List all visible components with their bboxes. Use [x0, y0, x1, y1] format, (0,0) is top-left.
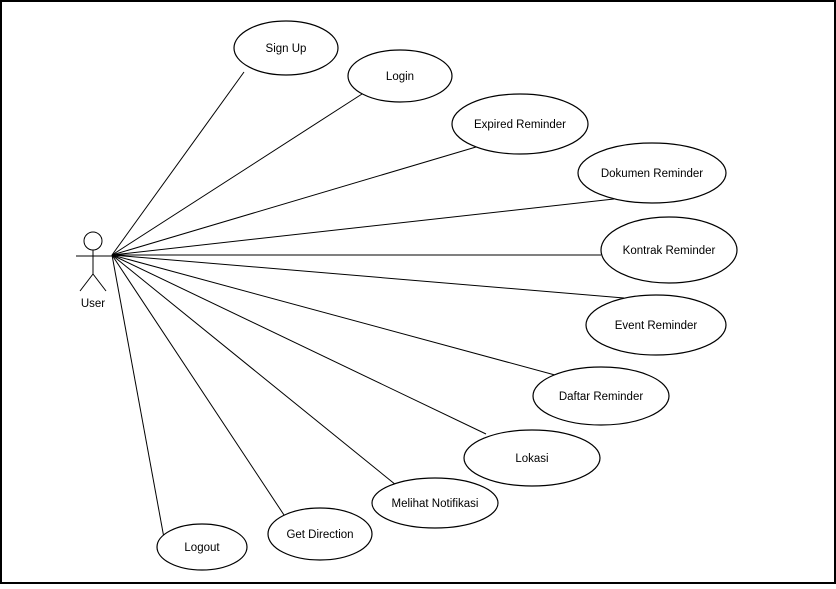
use-case-melihat-notifikasi-shape — [371, 477, 499, 529]
association-dokumen-reminder — [111, 198, 615, 256]
use-cases: Sign Up Login Expired Reminder Dokumen R… — [156, 20, 738, 571]
use-case-logout: Logout — [156, 523, 248, 571]
use-case-logout-label: Logout — [184, 542, 220, 554]
use-case-melihat-notifikasi-label: Melihat Notifikasi — [392, 498, 479, 510]
use-case-login-shape — [347, 49, 453, 103]
actor-head — [83, 231, 103, 251]
use-case-lokasi-label: Lokasi — [515, 453, 548, 465]
actor-label: User — [81, 298, 105, 310]
use-case-daftar-reminder: Daftar Reminder — [532, 366, 670, 426]
use-case-kontrak-reminder-label: Kontrak Reminder — [623, 245, 716, 257]
use-case-event-reminder-label: Event Reminder — [615, 320, 698, 332]
association-lokasi — [111, 254, 487, 435]
association-logout — [111, 254, 165, 539]
association-sign-up — [111, 71, 245, 256]
associations — [111, 71, 625, 539]
use-case-event-reminder: Event Reminder — [585, 294, 727, 356]
use-case-dokumen-reminder: Dokumen Reminder — [577, 142, 727, 204]
use-case-expired-reminder-label: Expired Reminder — [474, 119, 566, 131]
use-case-event-reminder-shape — [585, 294, 727, 356]
association-get-direction — [111, 254, 287, 519]
use-case-get-direction: Get Direction — [267, 507, 373, 561]
use-case-dokumen-reminder-shape — [577, 142, 727, 204]
use-case-sign-up-shape — [233, 20, 339, 76]
use-case-logout-shape — [156, 523, 248, 571]
use-case-kontrak-reminder: Kontrak Reminder — [600, 216, 738, 284]
association-event-reminder — [111, 254, 625, 299]
association-daftar-reminder — [111, 254, 567, 379]
use-case-lokasi: Lokasi — [463, 429, 601, 487]
association-login — [111, 93, 363, 256]
use-case-get-direction-label: Get Direction — [286, 529, 353, 541]
actor-right-leg — [92, 273, 107, 292]
use-case-login-label: Login — [386, 71, 414, 83]
use-case-daftar-reminder-label: Daftar Reminder — [559, 391, 644, 403]
actor-user — [76, 231, 112, 292]
use-case-login: Login — [347, 49, 453, 103]
use-case-expired-reminder: Expired Reminder — [451, 93, 589, 155]
use-case-expired-reminder-shape — [451, 93, 589, 155]
use-case-sign-up-label: Sign Up — [266, 43, 307, 55]
use-case-kontrak-reminder-shape — [600, 216, 738, 284]
use-case-get-direction-shape — [267, 507, 373, 561]
use-case-melihat-notifikasi: Melihat Notifikasi — [371, 477, 499, 529]
association-expired-reminder — [111, 146, 477, 256]
actor-left-leg — [79, 273, 94, 292]
use-case-lokasi-shape — [463, 429, 601, 487]
use-case-sign-up: Sign Up — [233, 20, 339, 76]
association-melihat-notifikasi — [111, 254, 397, 486]
use-case-daftar-reminder-shape — [532, 366, 670, 426]
use-case-dokumen-reminder-label: Dokumen Reminder — [601, 168, 703, 180]
